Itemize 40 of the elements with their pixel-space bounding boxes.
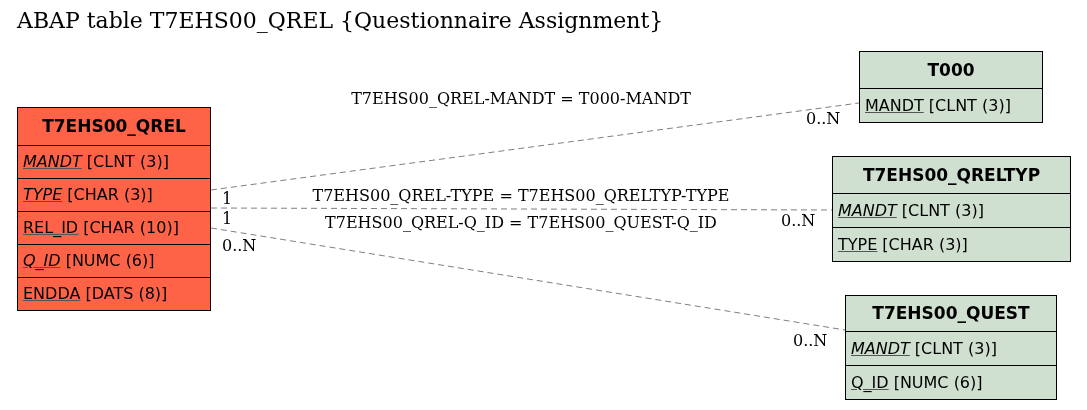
field-type: [CHAR (3)] (882, 236, 968, 253)
field-name: TYPE (23, 187, 63, 203)
entity-table (845, 295, 1057, 400)
field-name: MANDT (865, 97, 924, 114)
field-name: ENDDA (23, 286, 81, 302)
field-name: MANDT (838, 202, 897, 219)
relationship-line (210, 227, 846, 331)
field-type: [CLNT (3)] (914, 340, 997, 357)
entity-table (17, 107, 211, 311)
cardinality-label: 0..N (222, 238, 257, 254)
cardinality-label: 1 (222, 211, 233, 227)
relationship-line (210, 102, 860, 191)
field-type: [CHAR (10)] (83, 220, 179, 236)
field-type: [NUMC (6)] (65, 253, 155, 269)
cardinality-label: 1 (222, 191, 233, 207)
table-name: T7EHS00_QREL (42, 118, 186, 135)
table-name: T7EHS00_QRELTYP (862, 166, 1041, 184)
field-type: [NUMC (6)] (893, 374, 983, 391)
edge-label: T7EHS00_QREL-TYPE = T7EHS00_QRELTYP-TYPE (310, 186, 732, 205)
field-type: [CHAR (3)] (67, 187, 153, 203)
cardinality-label: 0..N (793, 333, 828, 349)
field-type: [CLNT (3)] (928, 97, 1011, 114)
entity-table (832, 156, 1071, 262)
table-name: T000 (927, 61, 975, 79)
field-type: [CLNT (3)] (901, 202, 984, 219)
cardinality-label: 0..N (781, 213, 816, 229)
cardinality-label: 0..N (806, 111, 841, 127)
field-name: Q_ID (23, 253, 61, 269)
field-name: MANDT (23, 154, 82, 170)
edge-label: T7EHS00_QREL-MANDT = T000-MANDT (349, 89, 693, 108)
table-name: T7EHS00_QUEST (872, 305, 1030, 322)
diagram-title: ABAP table T7EHS00_QREL {Questionnaire Assignment} (17, 7, 664, 35)
field-name: REL_ID (23, 220, 79, 236)
field-name: Q_ID (851, 374, 889, 391)
field-name: MANDT (851, 340, 910, 357)
field-type: [CLNT (3)] (86, 154, 169, 170)
field-name: TYPE (838, 236, 878, 253)
edge-label: T7EHS00_QREL-Q_ID = T7EHS00_QUEST-Q_ID (323, 213, 719, 232)
field-type: [DATS (8)] (85, 286, 168, 302)
entity-table (859, 51, 1043, 123)
